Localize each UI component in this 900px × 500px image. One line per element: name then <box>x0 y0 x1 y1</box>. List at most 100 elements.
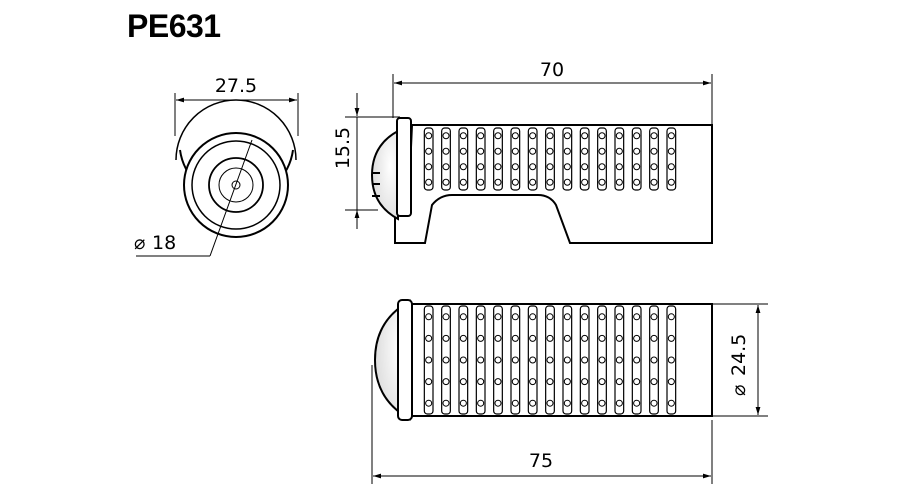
rib-notch <box>425 313 433 321</box>
rib-notch <box>615 378 623 386</box>
rib-notch <box>511 147 519 155</box>
rib-notch <box>442 378 450 386</box>
rib-notch <box>667 378 675 386</box>
rib-notch <box>425 132 433 140</box>
rib-notch <box>529 378 537 386</box>
rib-notch <box>581 313 589 321</box>
rib-notch <box>650 163 658 171</box>
rib-notch <box>650 132 658 140</box>
rib-notch <box>511 132 519 140</box>
rib-notch <box>494 356 502 364</box>
rib-notch <box>494 178 502 186</box>
rib-notch <box>459 178 467 186</box>
rib-notch <box>494 399 502 407</box>
rib-notch <box>546 378 554 386</box>
rib-notch <box>633 147 641 155</box>
grip-rib <box>441 127 451 191</box>
rib-notch <box>442 132 450 140</box>
rib-notch <box>633 163 641 171</box>
rib-notch <box>442 399 450 407</box>
rib-notch <box>477 313 485 321</box>
rib-notch <box>494 334 502 342</box>
length-dimension-label-lower: 75 <box>529 450 553 472</box>
rib-notch <box>529 178 537 186</box>
rib-notch <box>667 132 675 140</box>
rib-notch <box>425 334 433 342</box>
height-dimension-label: 15.5 <box>332 127 354 169</box>
grip-rib <box>527 127 538 191</box>
rib-notch <box>667 334 675 342</box>
rib-notch <box>459 132 467 140</box>
rib-notch <box>615 334 623 342</box>
rib-notch <box>563 178 571 186</box>
rib-notch <box>667 399 675 407</box>
rib-notch <box>459 399 467 407</box>
rib-notch <box>598 399 606 407</box>
rib-notch <box>633 178 641 186</box>
side-view-lower: ⌀ 24.5 75 <box>371 299 768 484</box>
rib-notch <box>667 356 675 364</box>
rib-notch <box>563 399 571 407</box>
laser-marks <box>372 172 380 197</box>
drawing-title: PE631 <box>127 8 221 44</box>
end-cap <box>370 129 399 221</box>
svg-text:24.5: 24.5 <box>728 334 750 376</box>
rib-notch <box>598 132 606 140</box>
rib-notch <box>477 378 485 386</box>
rib-notch <box>667 163 675 171</box>
rib-notch <box>633 132 641 140</box>
rib-notch <box>563 334 571 342</box>
rib-notch <box>598 147 606 155</box>
rib-notch <box>581 163 589 171</box>
rib-notch <box>511 334 519 342</box>
svg-text:⌀: ⌀ <box>728 385 750 396</box>
rib-notch <box>511 399 519 407</box>
rib-notch <box>459 334 467 342</box>
rib-notch <box>529 399 537 407</box>
rib-notch <box>442 334 450 342</box>
diameter-label-24-5: ⌀ 24.5 <box>728 334 750 396</box>
rib-notch <box>425 378 433 386</box>
rib-notch <box>546 178 554 186</box>
rib-notch <box>459 378 467 386</box>
rib-notch <box>633 399 641 407</box>
rib-notch <box>633 378 641 386</box>
rib-notch <box>633 334 641 342</box>
grip-rib <box>475 127 486 191</box>
rib-notch <box>581 356 589 364</box>
rib-notch <box>425 147 433 155</box>
rib-notch <box>633 356 641 364</box>
rib-notch <box>494 147 502 155</box>
knurled-crown <box>175 99 297 161</box>
grip-rib <box>562 127 573 191</box>
grip-rib <box>545 127 555 191</box>
rib-notch <box>598 356 606 364</box>
rib-notch <box>581 147 589 155</box>
rib-notch <box>563 313 571 321</box>
rib-notch <box>459 313 467 321</box>
rib-notch <box>442 356 450 364</box>
rib-notch <box>598 334 606 342</box>
rib-notch <box>650 147 658 155</box>
rib-notch <box>425 178 433 186</box>
rib-notch <box>615 356 623 364</box>
rib-notch <box>459 356 467 364</box>
grip-rib <box>510 127 521 191</box>
rib-notch <box>633 313 641 321</box>
rib-notch <box>511 163 519 171</box>
rib-notch <box>477 356 485 364</box>
rib-notch <box>546 334 554 342</box>
rib-notch <box>667 178 675 186</box>
grip-rib <box>493 127 503 191</box>
rib-notch <box>459 163 467 171</box>
rib-notch <box>546 313 554 321</box>
rib-notch <box>477 334 485 342</box>
grip-rib <box>631 127 642 191</box>
rib-notch <box>425 163 433 171</box>
front-view: 27.5 ⌀ 18 <box>134 75 299 257</box>
svg-text:18: 18 <box>152 232 176 254</box>
rib-notch <box>667 313 675 321</box>
rib-notch <box>442 178 450 186</box>
rib-notch <box>667 147 675 155</box>
